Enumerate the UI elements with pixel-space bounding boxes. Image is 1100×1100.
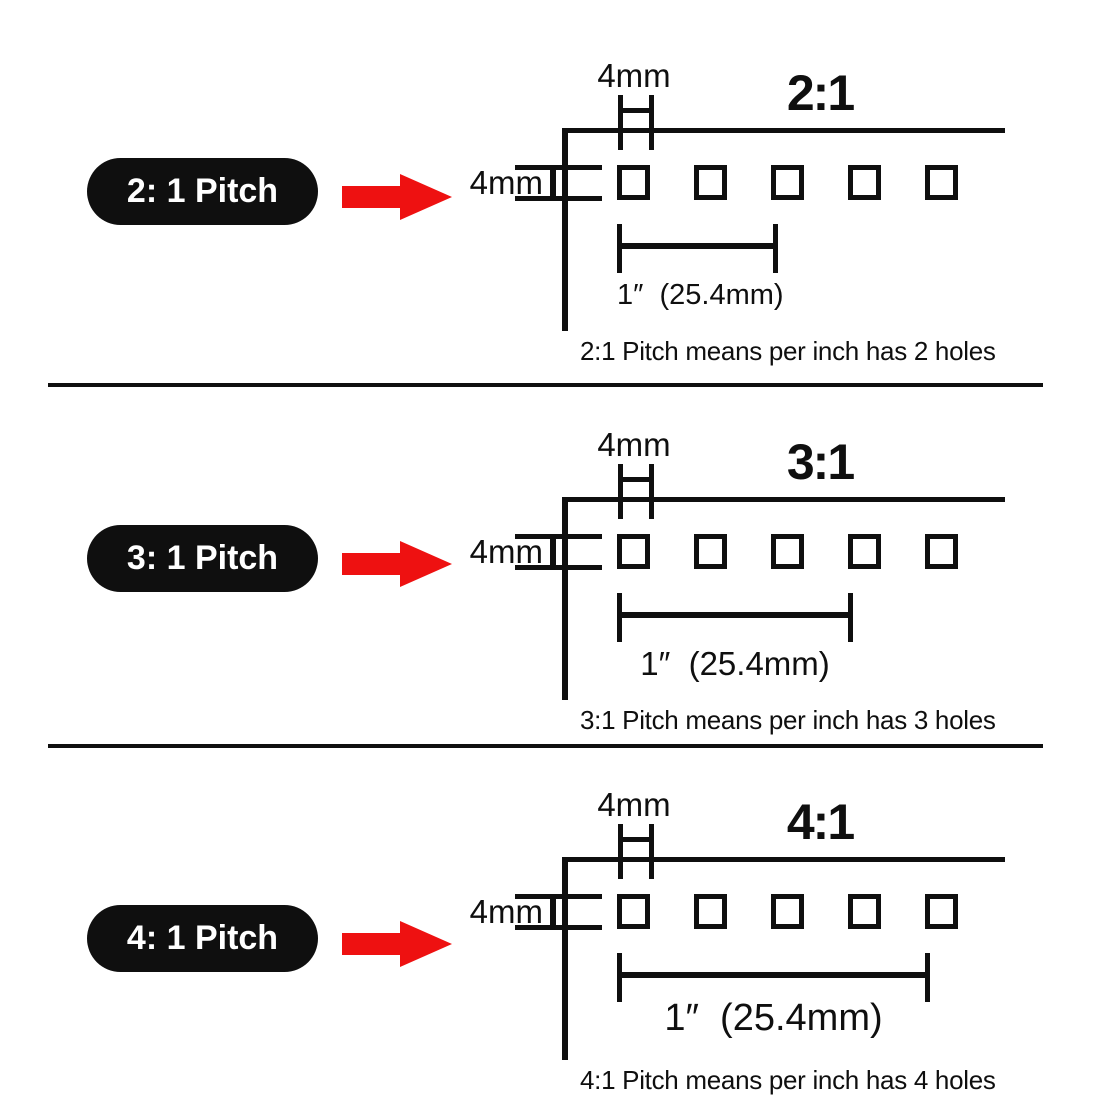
hole-square bbox=[925, 534, 958, 569]
pitch-pill-label: 2: 1 Pitch bbox=[126, 172, 279, 210]
strip-left-edge bbox=[562, 497, 568, 700]
hole-square bbox=[848, 534, 881, 569]
hole-square bbox=[925, 894, 958, 929]
hole-width-bracket-right-tick bbox=[649, 95, 654, 150]
pitch-caption: 4:1 Pitch means per inch has 4 holes bbox=[580, 1065, 996, 1095]
inch-label: 1″ (25.4mm) bbox=[617, 279, 784, 311]
hole-width-bracket-bar bbox=[618, 837, 654, 842]
section-divider bbox=[48, 383, 1043, 387]
strip-top-edge bbox=[563, 128, 1005, 133]
hole-width-label: 4mm bbox=[597, 426, 671, 463]
hole-width-bracket-bar bbox=[618, 108, 654, 113]
pitch-pill-label: 3: 1 Pitch bbox=[126, 539, 279, 577]
hole-square bbox=[771, 894, 804, 929]
hole-height-label: 4mm bbox=[469, 164, 543, 201]
hole-square bbox=[617, 534, 650, 569]
arrow-shaft bbox=[342, 186, 404, 208]
strip-left-edge bbox=[562, 128, 568, 331]
hole-height-bracket-bottom-line bbox=[515, 196, 602, 201]
arrow-right-icon bbox=[342, 541, 452, 587]
pitch-pill: 3: 1 Pitch bbox=[87, 525, 318, 592]
inch-label: 1″ (25.4mm) bbox=[664, 997, 883, 1039]
ratio-label: 3:1 bbox=[786, 434, 855, 490]
hole-width-bracket-bar bbox=[618, 477, 654, 482]
inch-bracket-bar bbox=[617, 972, 930, 978]
hole-height-bracket-bottom-line bbox=[515, 565, 602, 570]
pitch-caption: 3:1 Pitch means per inch has 3 holes bbox=[580, 705, 996, 735]
inch-bracket-bar bbox=[617, 612, 853, 618]
hole-height-bracket-top-line bbox=[515, 894, 602, 899]
hole-width-bracket-left-tick bbox=[618, 824, 623, 879]
arrow-shaft bbox=[342, 553, 404, 575]
hole-width-label: 4mm bbox=[597, 57, 671, 94]
pitch-pill: 2: 1 Pitch bbox=[87, 158, 318, 225]
hole-square bbox=[694, 894, 727, 929]
hole-height-bracket-bottom-line bbox=[515, 925, 602, 930]
strip-top-edge bbox=[563, 857, 1005, 862]
hole-square bbox=[694, 534, 727, 569]
inch-bracket-bar bbox=[617, 243, 778, 249]
arrow-head bbox=[400, 174, 452, 220]
hole-height-bracket-top-line bbox=[515, 165, 602, 170]
pitch-pill: 4: 1 Pitch bbox=[87, 905, 318, 972]
hole-square bbox=[771, 165, 804, 200]
section-divider bbox=[48, 744, 1043, 748]
hole-height-label: 4mm bbox=[469, 533, 543, 570]
inch-label: 1″ (25.4mm) bbox=[640, 645, 830, 682]
hole-height-bracket-tick bbox=[550, 896, 556, 928]
arrow-head bbox=[400, 921, 452, 967]
hole-width-bracket-left-tick bbox=[618, 95, 623, 150]
hole-width-bracket-right-tick bbox=[649, 464, 654, 519]
hole-square bbox=[848, 165, 881, 200]
arrow-shaft bbox=[342, 933, 404, 955]
pitch-caption: 2:1 Pitch means per inch has 2 holes bbox=[580, 336, 996, 366]
hole-square bbox=[617, 894, 650, 929]
hole-width-bracket-right-tick bbox=[649, 824, 654, 879]
hole-square bbox=[925, 165, 958, 200]
arrow-head bbox=[400, 541, 452, 587]
strip-top-edge bbox=[563, 497, 1005, 502]
hole-height-label: 4mm bbox=[469, 893, 543, 930]
ratio-label: 2:1 bbox=[786, 65, 855, 121]
hole-height-bracket-tick bbox=[550, 167, 556, 199]
hole-square bbox=[694, 165, 727, 200]
strip-left-edge bbox=[562, 857, 568, 1060]
hole-square bbox=[771, 534, 804, 569]
hole-width-label: 4mm bbox=[597, 786, 671, 823]
hole-height-bracket-tick bbox=[550, 536, 556, 568]
hole-square bbox=[848, 894, 881, 929]
hole-width-bracket-left-tick bbox=[618, 464, 623, 519]
hole-height-bracket-top-line bbox=[515, 534, 602, 539]
pitch-pill-label: 4: 1 Pitch bbox=[126, 919, 279, 957]
arrow-right-icon bbox=[342, 174, 452, 220]
ratio-label: 4:1 bbox=[786, 794, 855, 850]
hole-square bbox=[617, 165, 650, 200]
arrow-right-icon bbox=[342, 921, 452, 967]
